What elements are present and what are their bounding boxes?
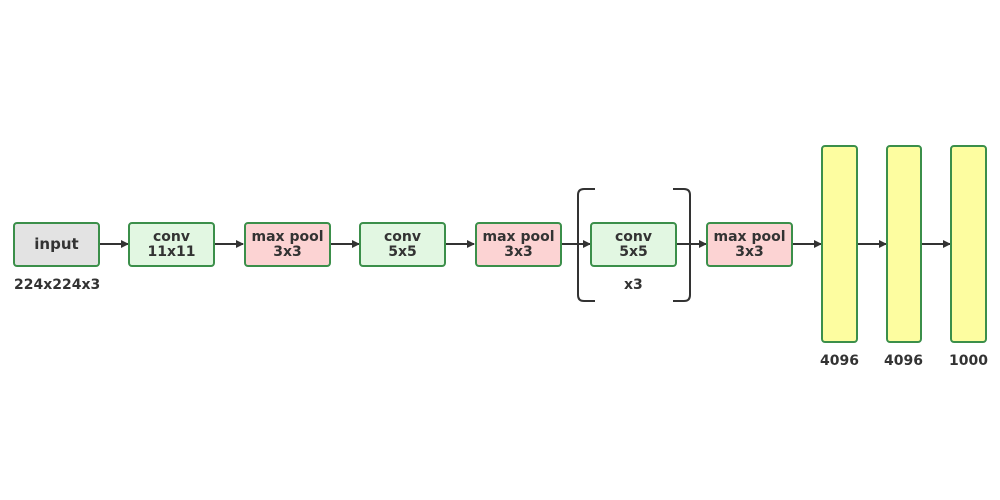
pool3-node: max pool 3x3 (706, 222, 793, 267)
input-size-label: 224x224x3 (14, 277, 101, 293)
conv3-label: conv (614, 228, 652, 245)
conv3-repeat-label: x3 (624, 277, 643, 293)
fc1-units-label: 4096 (820, 353, 859, 369)
conv2-node: conv 5x5 (359, 222, 446, 267)
fc3-bar (950, 145, 987, 343)
fc3-units-label: 1000 (949, 353, 988, 369)
pool2-label: max pool (482, 228, 555, 245)
pool2-node: max pool 3x3 (475, 222, 562, 267)
conv3-node: conv 5x5 (590, 222, 677, 267)
pool3-label: max pool (713, 228, 786, 245)
conv1-kernel: 11x11 (147, 243, 196, 260)
input-node-label: input (34, 235, 79, 253)
repeat-bracket-left (577, 188, 595, 302)
fc2-bar (886, 145, 922, 343)
fc1-bar (821, 145, 858, 343)
pool2-kernel: 3x3 (504, 243, 533, 260)
repeat-bracket-right (673, 188, 691, 302)
conv2-label: conv (383, 228, 421, 245)
conv1-node: conv 11x11 (128, 222, 215, 267)
pool1-label: max pool (251, 228, 324, 245)
conv2-kernel: 5x5 (388, 243, 417, 260)
conv3-kernel: 5x5 (619, 243, 648, 260)
pool3-kernel: 3x3 (735, 243, 764, 260)
conv1-label: conv (152, 228, 190, 245)
pool1-node: max pool 3x3 (244, 222, 331, 267)
pool1-kernel: 3x3 (273, 243, 302, 260)
input-node: input (13, 222, 100, 267)
fc2-units-label: 4096 (884, 353, 923, 369)
